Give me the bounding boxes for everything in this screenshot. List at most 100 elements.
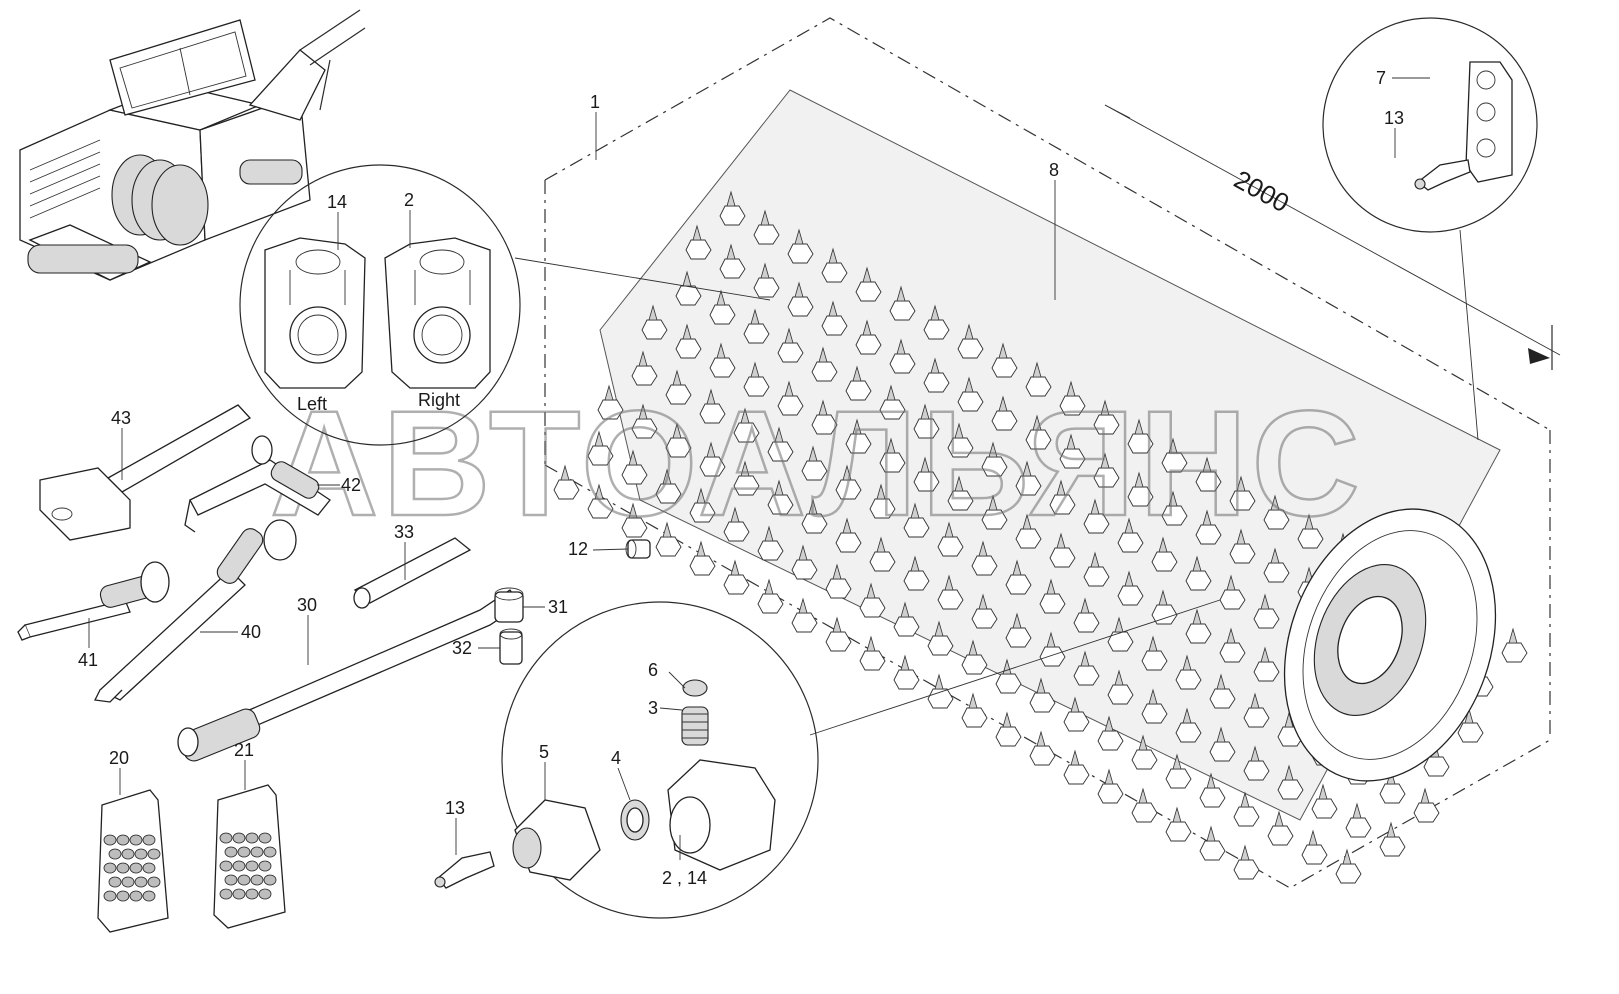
plug-12-illustration <box>625 539 651 559</box>
drum-pick <box>1345 802 1372 838</box>
drum-pick <box>835 517 862 553</box>
drum-pick <box>1059 380 1086 416</box>
drum-pick <box>1025 361 1052 397</box>
bag-coil <box>258 832 272 844</box>
drum-pick <box>1277 764 1304 800</box>
callout-12: 12 <box>568 539 588 559</box>
drum-pick <box>1107 616 1134 652</box>
drum-pick <box>821 247 848 283</box>
drum-pick <box>587 430 614 466</box>
drum-pick <box>689 487 716 523</box>
bag-coil <box>224 874 238 886</box>
detail-circle-segment <box>1322 17 1538 441</box>
bag-coil <box>250 874 264 886</box>
drum-pick <box>893 601 920 637</box>
callout-13-bottom: 13 <box>445 798 465 818</box>
bag-coil <box>237 874 251 886</box>
right-label: Right <box>418 390 460 410</box>
drum-pick <box>1127 418 1154 454</box>
callout-33: 33 <box>394 522 414 542</box>
bag-coil <box>219 888 233 900</box>
bag-coil <box>258 888 272 900</box>
drum-pick <box>1233 844 1260 880</box>
bag-coil <box>245 888 259 900</box>
drum-pick <box>777 380 804 416</box>
callout-43: 43 <box>111 408 131 428</box>
bag-coil <box>232 860 246 872</box>
bag-coil <box>142 890 156 902</box>
drum-pick <box>597 384 624 420</box>
bag-coil <box>258 860 272 872</box>
drum-pick <box>1117 517 1144 553</box>
drum-pick <box>1219 627 1246 663</box>
drum-pick <box>733 460 760 496</box>
drum-pick <box>1335 848 1362 884</box>
drum-pick <box>961 639 988 675</box>
drum-pick <box>743 361 770 397</box>
drum-pick <box>1141 635 1168 671</box>
bag-coil <box>121 848 135 860</box>
bag-coil <box>129 834 143 846</box>
drum-pick <box>845 418 872 454</box>
drum-pick <box>631 403 658 439</box>
right-holder-illustration <box>384 237 491 389</box>
drum-pick <box>1029 677 1056 713</box>
drum-pick <box>1073 650 1100 686</box>
drum-pick <box>1185 608 1212 644</box>
drum-pick <box>889 338 916 374</box>
drum-pick <box>655 521 682 557</box>
drum-pick <box>1093 452 1120 488</box>
pick-extractor-41-illustration <box>17 561 170 641</box>
callout-32: 32 <box>452 638 472 658</box>
extension-bar-33-illustration <box>353 537 472 609</box>
drum-pick <box>1175 654 1202 690</box>
bag-coil <box>245 860 259 872</box>
drum-pick <box>1209 673 1236 709</box>
drum-pick <box>1025 414 1052 450</box>
drum-pick <box>845 365 872 401</box>
drum-pick <box>1029 730 1056 766</box>
drum-pick <box>937 521 964 557</box>
callout-5: 5 <box>539 742 549 762</box>
bag-coil <box>116 890 130 902</box>
holder-base-illustration <box>667 759 776 871</box>
drum-pick <box>1097 715 1124 751</box>
drum-pick <box>1199 772 1226 808</box>
drum-pick <box>859 582 886 618</box>
drum-pick <box>787 228 814 264</box>
drum-pick <box>855 266 882 302</box>
drum-pick <box>981 494 1008 530</box>
drum-pick <box>791 544 818 580</box>
bag-coil <box>108 876 122 888</box>
bag-coil <box>108 848 122 860</box>
drum-pick <box>1117 570 1144 606</box>
bag-coil <box>134 876 148 888</box>
drum-pick <box>685 224 712 260</box>
drum-pick <box>971 540 998 576</box>
callout-4: 4 <box>611 748 621 768</box>
bag-coil <box>263 874 277 886</box>
drum-pick <box>1151 536 1178 572</box>
drum-pick <box>1097 768 1124 804</box>
drum-pick <box>791 597 818 633</box>
callout-21: 21 <box>234 740 254 760</box>
drum-pick <box>1083 498 1110 534</box>
drum-pick <box>1161 437 1188 473</box>
drum-pick <box>1161 490 1188 526</box>
drum-pick <box>689 540 716 576</box>
drum-pick <box>1093 399 1120 435</box>
drum-pick <box>1039 578 1066 614</box>
drum-pick <box>1063 749 1090 785</box>
machine-drum-highlight <box>111 154 209 246</box>
callout-31: 31 <box>548 597 568 617</box>
ejector-segment-illustration <box>1465 61 1513 183</box>
drum-pick <box>1243 745 1270 781</box>
drum-pick <box>1253 593 1280 629</box>
bag-coil <box>232 888 246 900</box>
bag-21-illustration <box>213 784 286 929</box>
bag-coil <box>103 890 117 902</box>
bag-coil <box>232 832 246 844</box>
bag-coil <box>142 862 156 874</box>
drum-pick <box>1005 559 1032 595</box>
drum-pick <box>709 342 736 378</box>
